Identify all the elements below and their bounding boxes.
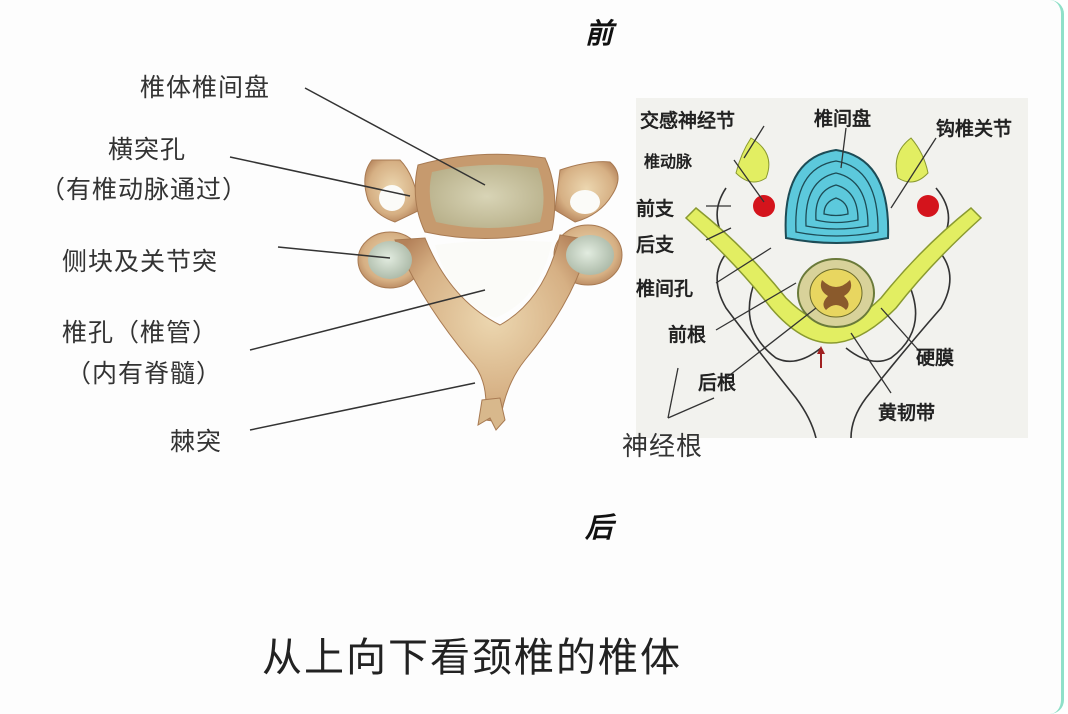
label-posterior-ramus: 后支 <box>636 234 675 256</box>
label-vertebral-foramen-note: （内有脊髓） <box>66 359 223 388</box>
figure-caption: 从上向下看颈椎的椎体 <box>262 635 682 681</box>
label-transverse-foramen: 横突孔 <box>108 135 187 164</box>
front-marker: 前 <box>585 17 614 50</box>
label-posterior-root: 后根 <box>698 372 737 394</box>
label-spinous-process: 棘突 <box>170 427 223 456</box>
label-anterior-ramus: 前支 <box>636 198 675 220</box>
label-intervertebral-disc: 椎间盘 <box>814 108 872 130</box>
label-anterior-root: 前根 <box>668 324 707 346</box>
label-uncovertebral-joint: 钩椎关节 <box>936 118 1013 140</box>
cross-section-illustration <box>667 125 983 438</box>
label-vertebral-foramen: 椎孔（椎管） <box>62 318 219 347</box>
label-lateral-mass: 侧块及关节突 <box>62 247 219 276</box>
cross-section-panel: 交感神经节 椎间盘 钩椎关节 椎动脉 前支 后支 椎间孔 前根 后根 硬膜 黄韧… <box>636 98 1028 438</box>
label-intervertebral-foramen: 椎间孔 <box>636 278 694 300</box>
label-nerve-root: 神经根 <box>622 432 704 462</box>
label-ligamentum-flavum: 黄韧带 <box>878 402 936 424</box>
back-marker: 后 <box>585 511 614 544</box>
label-vertebral-artery: 椎动脉 <box>644 152 693 171</box>
label-dura-mater: 硬膜 <box>916 347 955 369</box>
label-transverse-foramen-note: （有椎动脉通过） <box>40 175 249 204</box>
label-sympathetic-ganglion: 交感神经节 <box>640 110 736 132</box>
label-vertebral-body-disc: 椎体椎间盘 <box>140 73 271 102</box>
